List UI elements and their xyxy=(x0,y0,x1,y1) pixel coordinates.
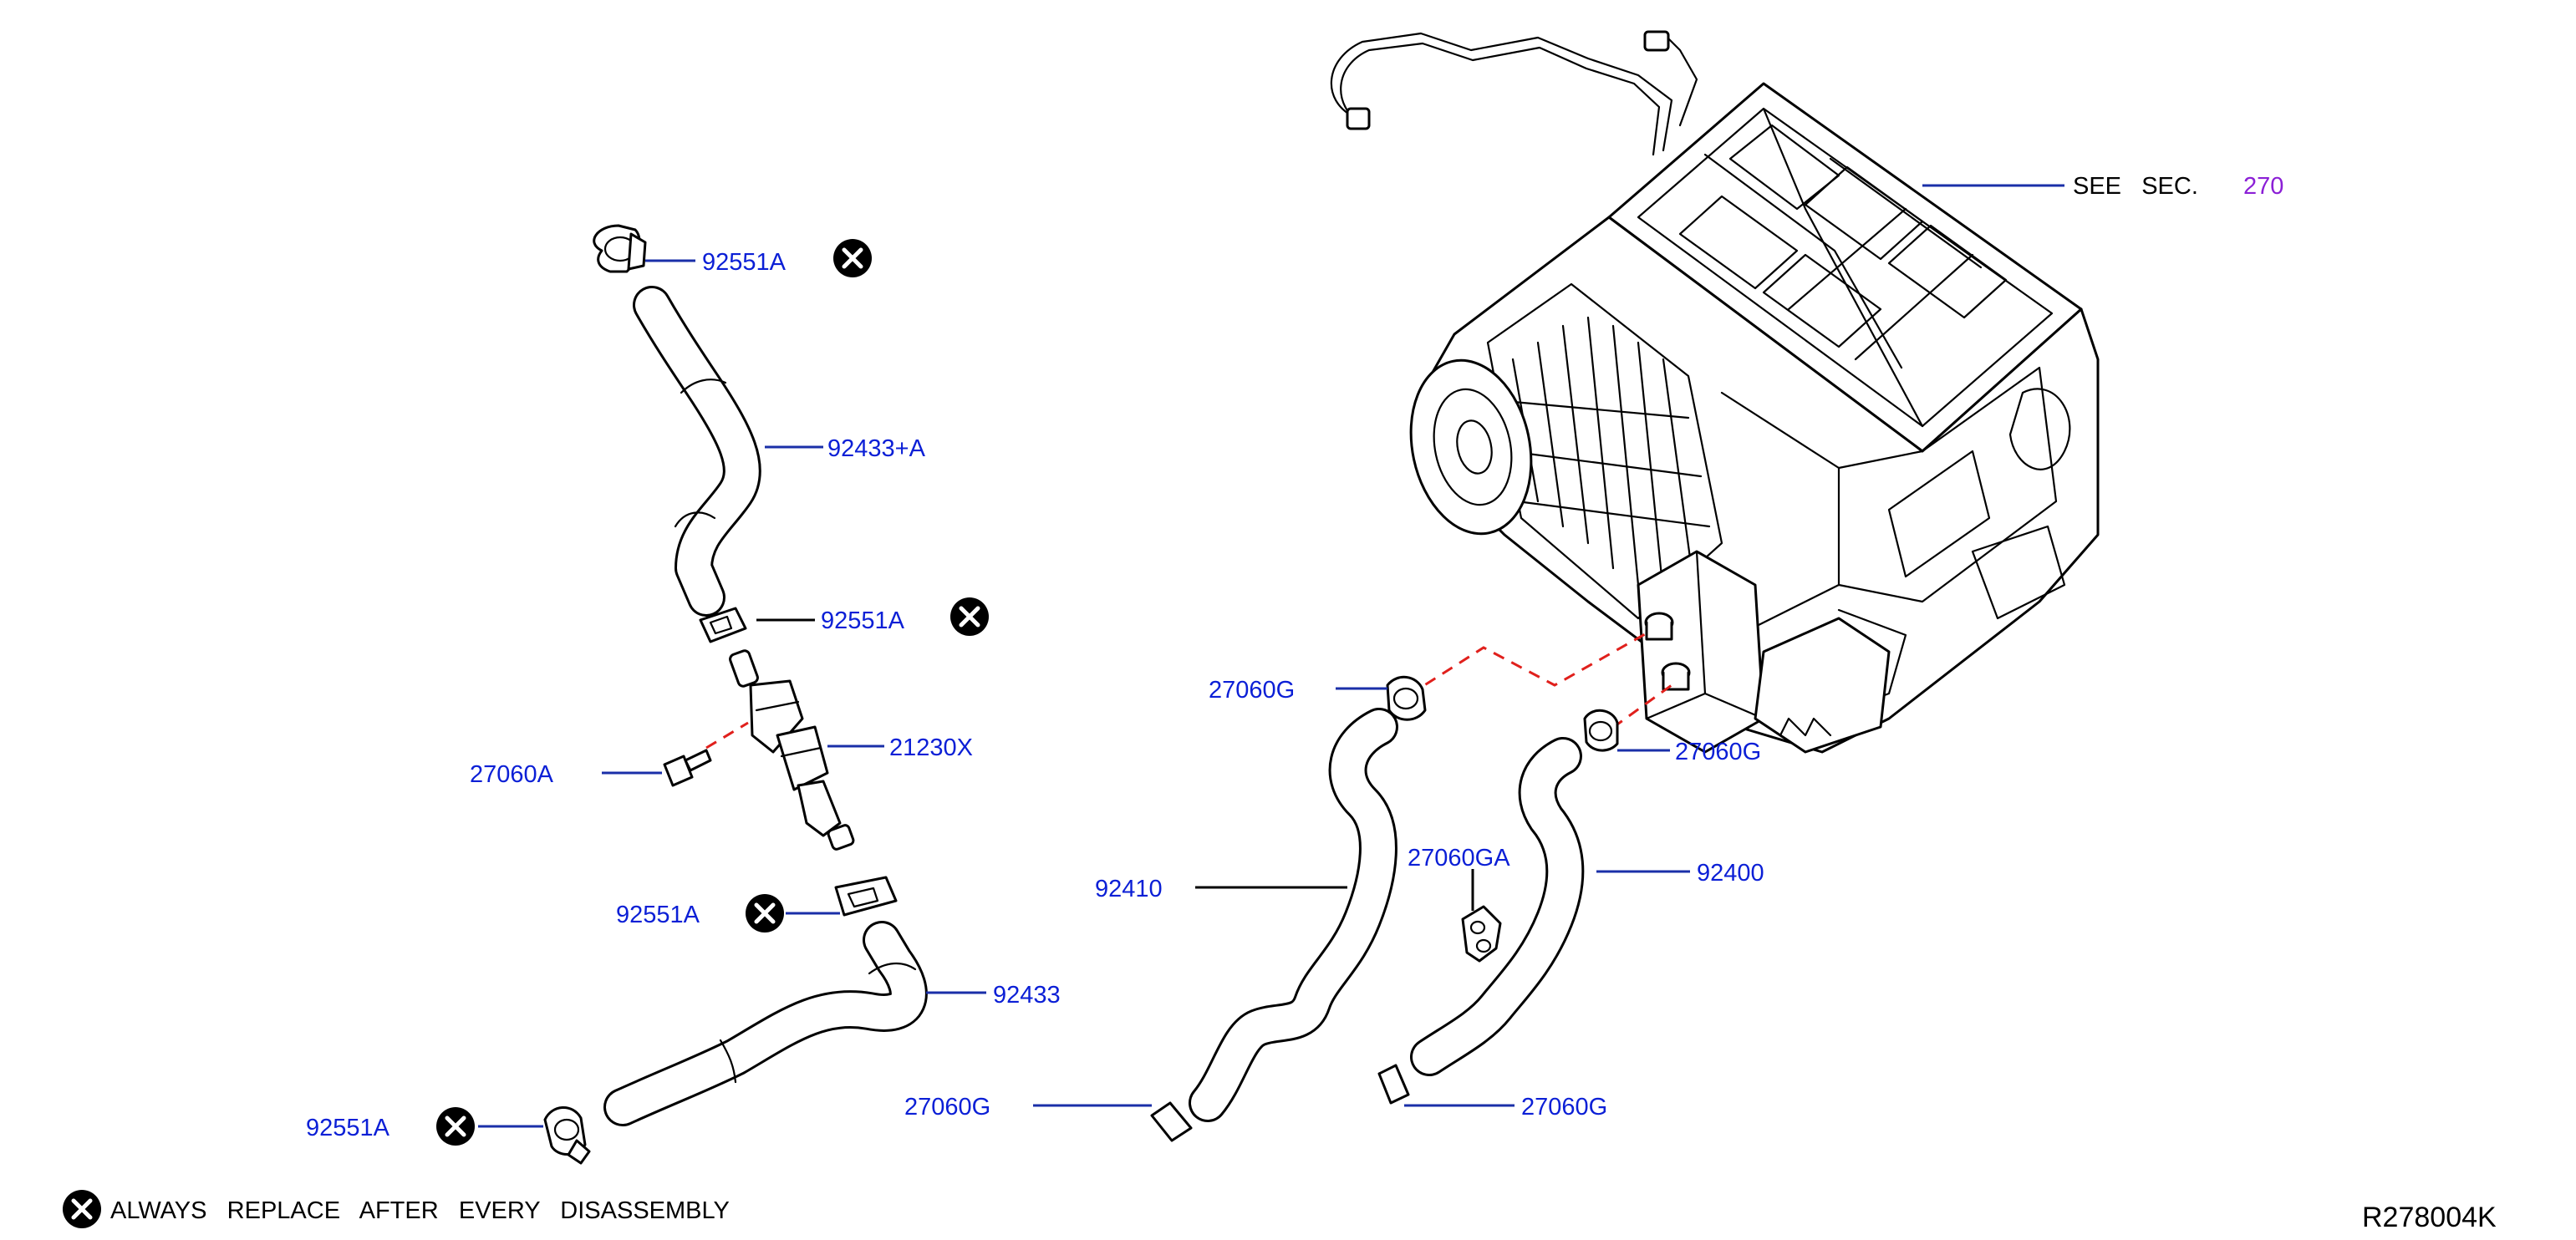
hose-lower-part xyxy=(603,921,928,1126)
label-clip-left-top[interactable]: 27060G xyxy=(1209,677,1295,704)
replace-icon xyxy=(436,1107,475,1146)
see-section-prefix: SEE SEC. xyxy=(2073,173,2198,200)
label-clamp-mid[interactable]: 92551A xyxy=(821,607,905,634)
bolt-part xyxy=(663,749,712,787)
replace-icon xyxy=(63,1190,101,1228)
label-bracket[interactable]: 27060GA xyxy=(1408,845,1510,872)
label-bolt[interactable]: 27060A xyxy=(470,761,554,788)
diagram-code: R278004K xyxy=(2362,1202,2497,1233)
legend-note: ALWAYS REPLACE AFTER EVERY DISASSEMBLY xyxy=(110,1197,730,1224)
label-hose-right[interactable]: 92400 xyxy=(1697,860,1764,887)
clamp-lower-part xyxy=(834,876,898,917)
label-hose-left[interactable]: 92410 xyxy=(1095,876,1163,902)
replace-icon xyxy=(746,894,784,933)
connection-line-bolt xyxy=(705,721,749,750)
clip-left-bottom-part xyxy=(1150,1101,1193,1142)
clamp-bottom-part xyxy=(543,1106,591,1165)
hose-upper-part xyxy=(633,286,761,617)
label-hose-lower[interactable]: 92433 xyxy=(993,982,1061,1009)
label-hose-upper[interactable]: 92433+A xyxy=(827,435,926,462)
connection-line-left xyxy=(1391,629,1652,708)
hose-left-part xyxy=(1189,708,1398,1122)
label-clip-right-top[interactable]: 27060G xyxy=(1675,739,1761,765)
replace-icon xyxy=(950,597,989,636)
label-clamp-top[interactable]: 92551A xyxy=(702,249,787,276)
connection-line-right xyxy=(1596,684,1672,741)
replace-icon xyxy=(833,239,872,277)
heater-unit-assembly xyxy=(1330,30,2100,754)
valve-part xyxy=(729,649,855,851)
bracket-part xyxy=(1461,905,1502,963)
clamp-top-part xyxy=(593,224,647,273)
label-clamp-lower[interactable]: 92551A xyxy=(616,902,700,928)
label-clip-right-bottom[interactable]: 27060G xyxy=(1521,1094,1607,1121)
clip-right-bottom-part xyxy=(1377,1064,1410,1105)
clamp-mid-part xyxy=(699,607,747,643)
hose-right-part xyxy=(1410,737,1585,1076)
label-clamp-bottom[interactable]: 92551A xyxy=(306,1115,390,1141)
see-section-number[interactable]: 270 xyxy=(2243,173,2283,200)
label-clip-left-bottom[interactable]: 27060G xyxy=(904,1094,990,1121)
clip-left-top-part xyxy=(1386,676,1427,721)
clip-right-top-part xyxy=(1583,709,1619,752)
label-valve[interactable]: 21230X xyxy=(889,734,973,761)
